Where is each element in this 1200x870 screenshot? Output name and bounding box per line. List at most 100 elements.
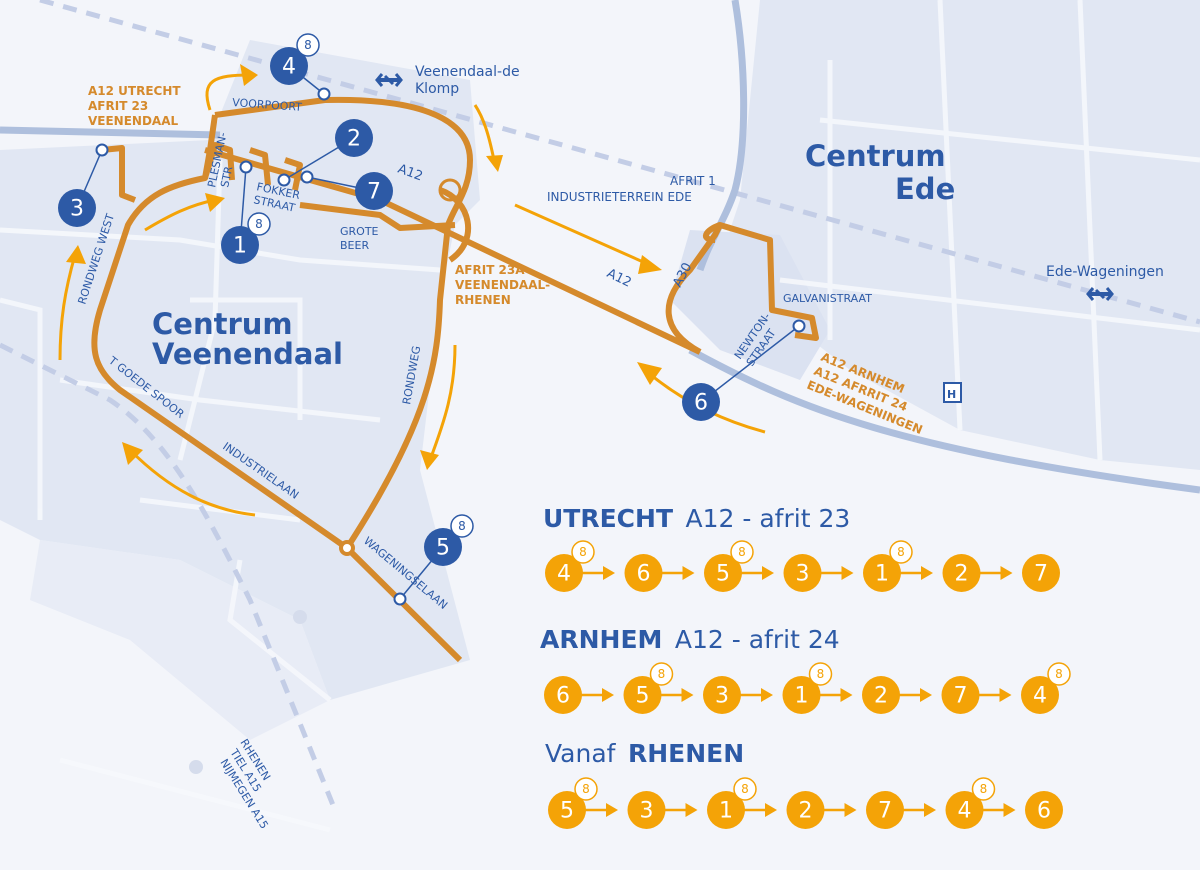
- station-klomp: Klomp: [415, 81, 459, 97]
- street-grote-beer: GROTE: [340, 225, 379, 238]
- arrowhead: [682, 566, 695, 580]
- stop-number: 5: [560, 799, 574, 824]
- location-dot: [792, 319, 806, 333]
- line-badge: [571, 540, 595, 564]
- arrowhead: [765, 803, 777, 817]
- route-title: ARNHEM A12 - afrit 24: [540, 625, 840, 654]
- line-badge: [733, 777, 757, 801]
- marker-7[interactable]: 7: [300, 170, 394, 211]
- line-badge-number: 8: [897, 545, 905, 559]
- stop-circle: [863, 554, 901, 592]
- line-badge-number: 8: [741, 782, 749, 796]
- marker-circle: [682, 383, 720, 421]
- arrowhead: [1003, 803, 1016, 817]
- route-stop-6: 6: [544, 676, 614, 714]
- arrowheads: [66, 64, 662, 470]
- marker-circle: [355, 172, 393, 210]
- stop-circle: [627, 791, 666, 829]
- stop-number: 1: [795, 684, 809, 709]
- line-badge-number: 8: [738, 545, 746, 559]
- line-badge: [450, 514, 474, 538]
- line-badge-number: 8: [980, 782, 988, 796]
- street-galvanistraat: GALVANISTRAAT: [783, 292, 872, 305]
- arrow-icon: [58, 254, 77, 361]
- marker-number: 1: [233, 234, 247, 259]
- marker-4[interactable]: 48: [270, 33, 331, 101]
- marker-number: 3: [70, 197, 84, 222]
- stop-circle: [783, 554, 822, 592]
- stop-number: 3: [640, 799, 654, 824]
- stop-number: 6: [556, 684, 570, 709]
- arrowhead: [921, 566, 933, 580]
- marker-circle: [58, 189, 96, 227]
- stop-number: 2: [955, 562, 969, 587]
- line-badge-number: 8: [658, 667, 666, 681]
- route-title: UTRECHT A12 - afrit 23: [543, 504, 850, 533]
- line-badge-number: 8: [1055, 667, 1063, 681]
- marker-3[interactable]: 3: [58, 143, 109, 228]
- exit-utrecht: AFRIT 23: [88, 99, 148, 113]
- stop-number: 7: [878, 799, 892, 824]
- stop-circle: [945, 791, 984, 829]
- marker-number: 5: [436, 536, 450, 561]
- route-stop-2: 2: [786, 791, 857, 829]
- stop-circle: [941, 676, 980, 714]
- highway-a12: A12: [604, 266, 633, 291]
- arrowhead: [920, 688, 932, 702]
- street-voorpoort: VOORPOORT: [232, 96, 303, 114]
- line-badge-number: 8: [582, 782, 590, 796]
- stop-circle: [862, 676, 900, 714]
- place-labels: Centrum Veenendaal Centrum Ede: [152, 139, 955, 371]
- line-badge: [1047, 662, 1071, 686]
- stop-circle: [1025, 791, 1063, 829]
- roundabout: [339, 540, 355, 556]
- marker-leader: [700, 325, 800, 403]
- marker-5[interactable]: 58: [393, 514, 474, 606]
- route-stop-6: 6: [1025, 791, 1063, 829]
- line-badge: [574, 777, 598, 801]
- arrowhead: [844, 803, 857, 817]
- stop-circle: [942, 554, 981, 592]
- line-badge: [808, 662, 833, 686]
- route-stop-7: 7: [1022, 554, 1060, 592]
- location-dot: [317, 87, 331, 101]
- route-stop-4: 48: [545, 540, 615, 592]
- stop-circle: [544, 676, 582, 714]
- stop-number: 7: [954, 684, 968, 709]
- line-badge-number: 8: [817, 667, 825, 681]
- route-stop-4: 48: [945, 777, 1016, 829]
- arrowhead: [1000, 566, 1013, 580]
- svg-text:H: H: [947, 388, 956, 401]
- place-centrum-veenendaal: Centrum: [152, 307, 293, 341]
- arrowhead: [762, 566, 774, 580]
- stop-number: 5: [716, 562, 730, 587]
- marker-6[interactable]: 6: [682, 319, 806, 422]
- stop-number: 5: [636, 684, 650, 709]
- exit-rhenen: VEENENDAAL-: [455, 278, 550, 292]
- exit-afrit-1: AFRIT 1: [670, 174, 716, 188]
- marker-1[interactable]: 18: [221, 160, 271, 265]
- marker-2[interactable]: 2: [277, 119, 374, 187]
- arrowhead: [761, 688, 773, 702]
- arrowhead: [681, 688, 694, 702]
- line-badge: [889, 540, 913, 564]
- stop-number: 3: [715, 684, 729, 709]
- line-badge: [296, 33, 320, 57]
- route-stop-4: 48: [1021, 662, 1071, 714]
- stop-circle: [624, 554, 663, 592]
- route-stop-2: 2: [862, 676, 932, 714]
- arrowhead: [685, 803, 698, 817]
- exit-rhenen: RHENEN: [455, 293, 511, 307]
- marker-number: 2: [347, 127, 361, 152]
- route-stop-5: 58: [704, 540, 774, 592]
- arrow-icon: [128, 448, 256, 517]
- arrowhead: [606, 803, 618, 817]
- hospital-icon: H: [943, 382, 962, 403]
- arrow-icon: [514, 203, 651, 267]
- route-stop-7: 7: [941, 676, 1012, 714]
